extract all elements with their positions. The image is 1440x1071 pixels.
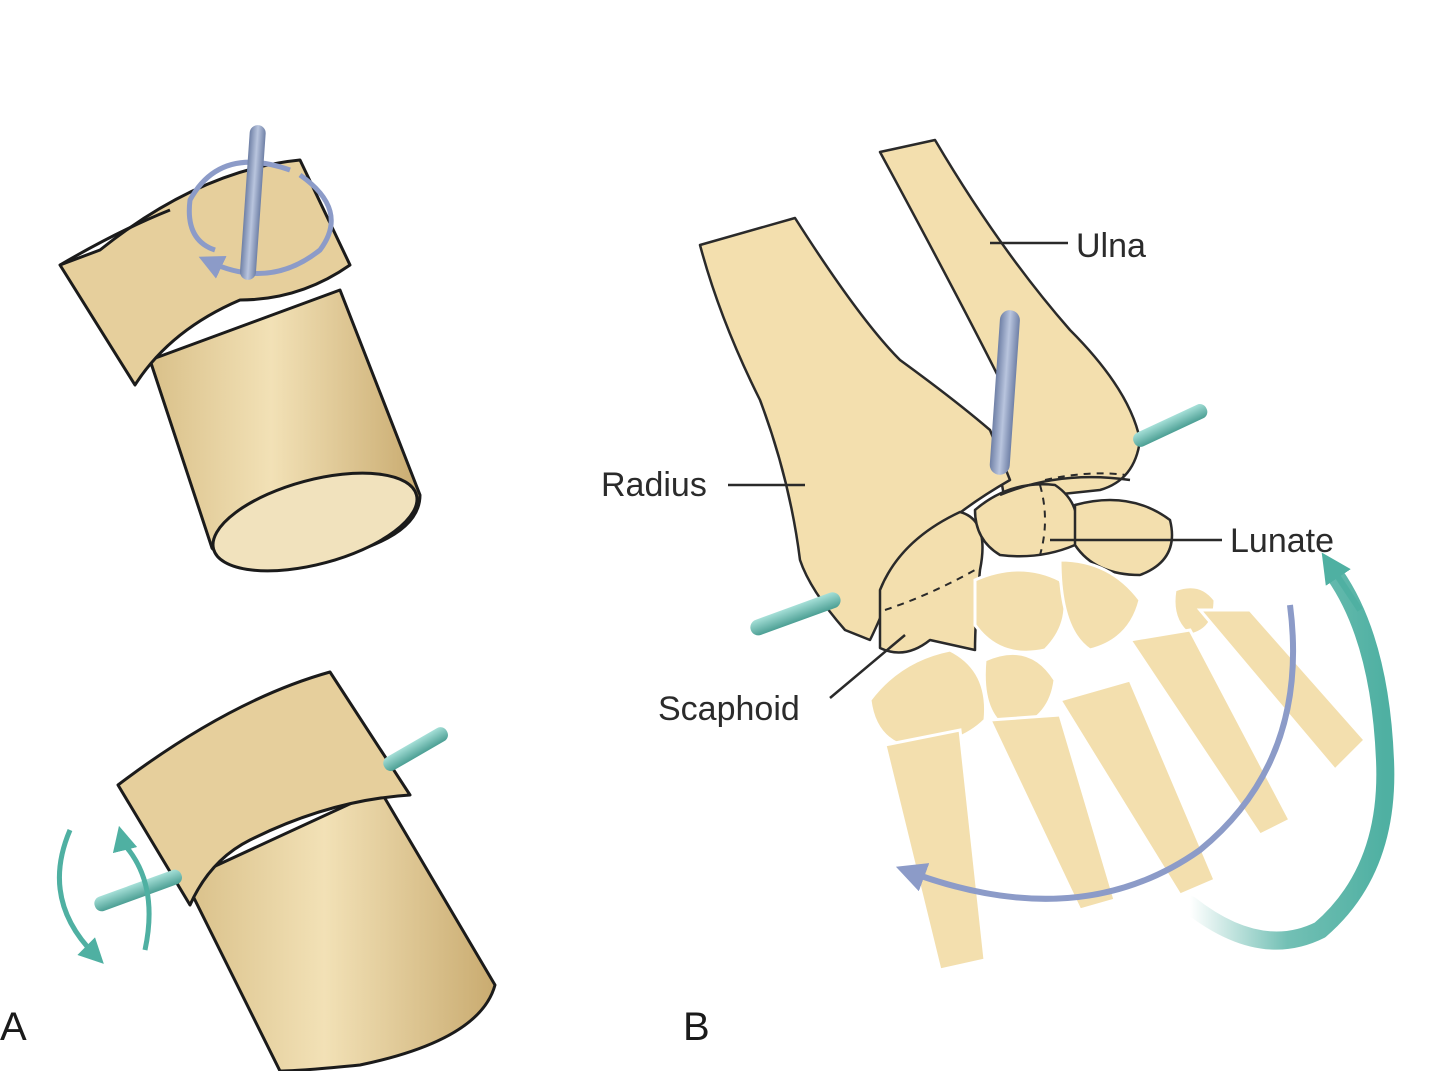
ulna-vertical-pin	[989, 310, 1020, 475]
lower-horizontal-pin-right	[383, 727, 448, 772]
radiocarpal-joint	[999, 475, 1131, 497]
radius-label: Radius	[601, 466, 707, 504]
scaphoid-leader	[829, 634, 906, 699]
lunate-label: Lunate	[1230, 522, 1334, 560]
lower-lower-cylinder	[183, 788, 497, 1071]
wrist-horizontal-pin-left	[750, 592, 841, 636]
panel-b-wrist	[698, 138, 1395, 972]
lower-top-cylinder	[116, 670, 412, 907]
lunate-bone	[973, 483, 1079, 558]
scaphoid-bone	[878, 510, 984, 654]
panel-a-upper-cylinders	[58, 125, 422, 573]
lower-horizontal-pin-left	[94, 869, 182, 912]
upper-cylinder-mouth	[211, 471, 419, 573]
panel-a-label: A	[0, 1005, 27, 1049]
hand-bones	[868, 558, 1368, 972]
upper-vertical-pin	[239, 125, 266, 280]
scaphoid-label: Scaphoid	[658, 690, 800, 728]
lower-rotation-arrow	[56, 829, 104, 964]
panel-a-lower-cylinders	[56, 670, 497, 1071]
panel-b-label: B	[683, 1005, 710, 1049]
ulna-label: Ulna	[1076, 227, 1146, 265]
wrist-horizontal-pin-right	[1133, 404, 1208, 447]
teal-rotation-arrow	[1181, 566, 1395, 950]
blue-rotation-arrow	[895, 604, 1297, 902]
